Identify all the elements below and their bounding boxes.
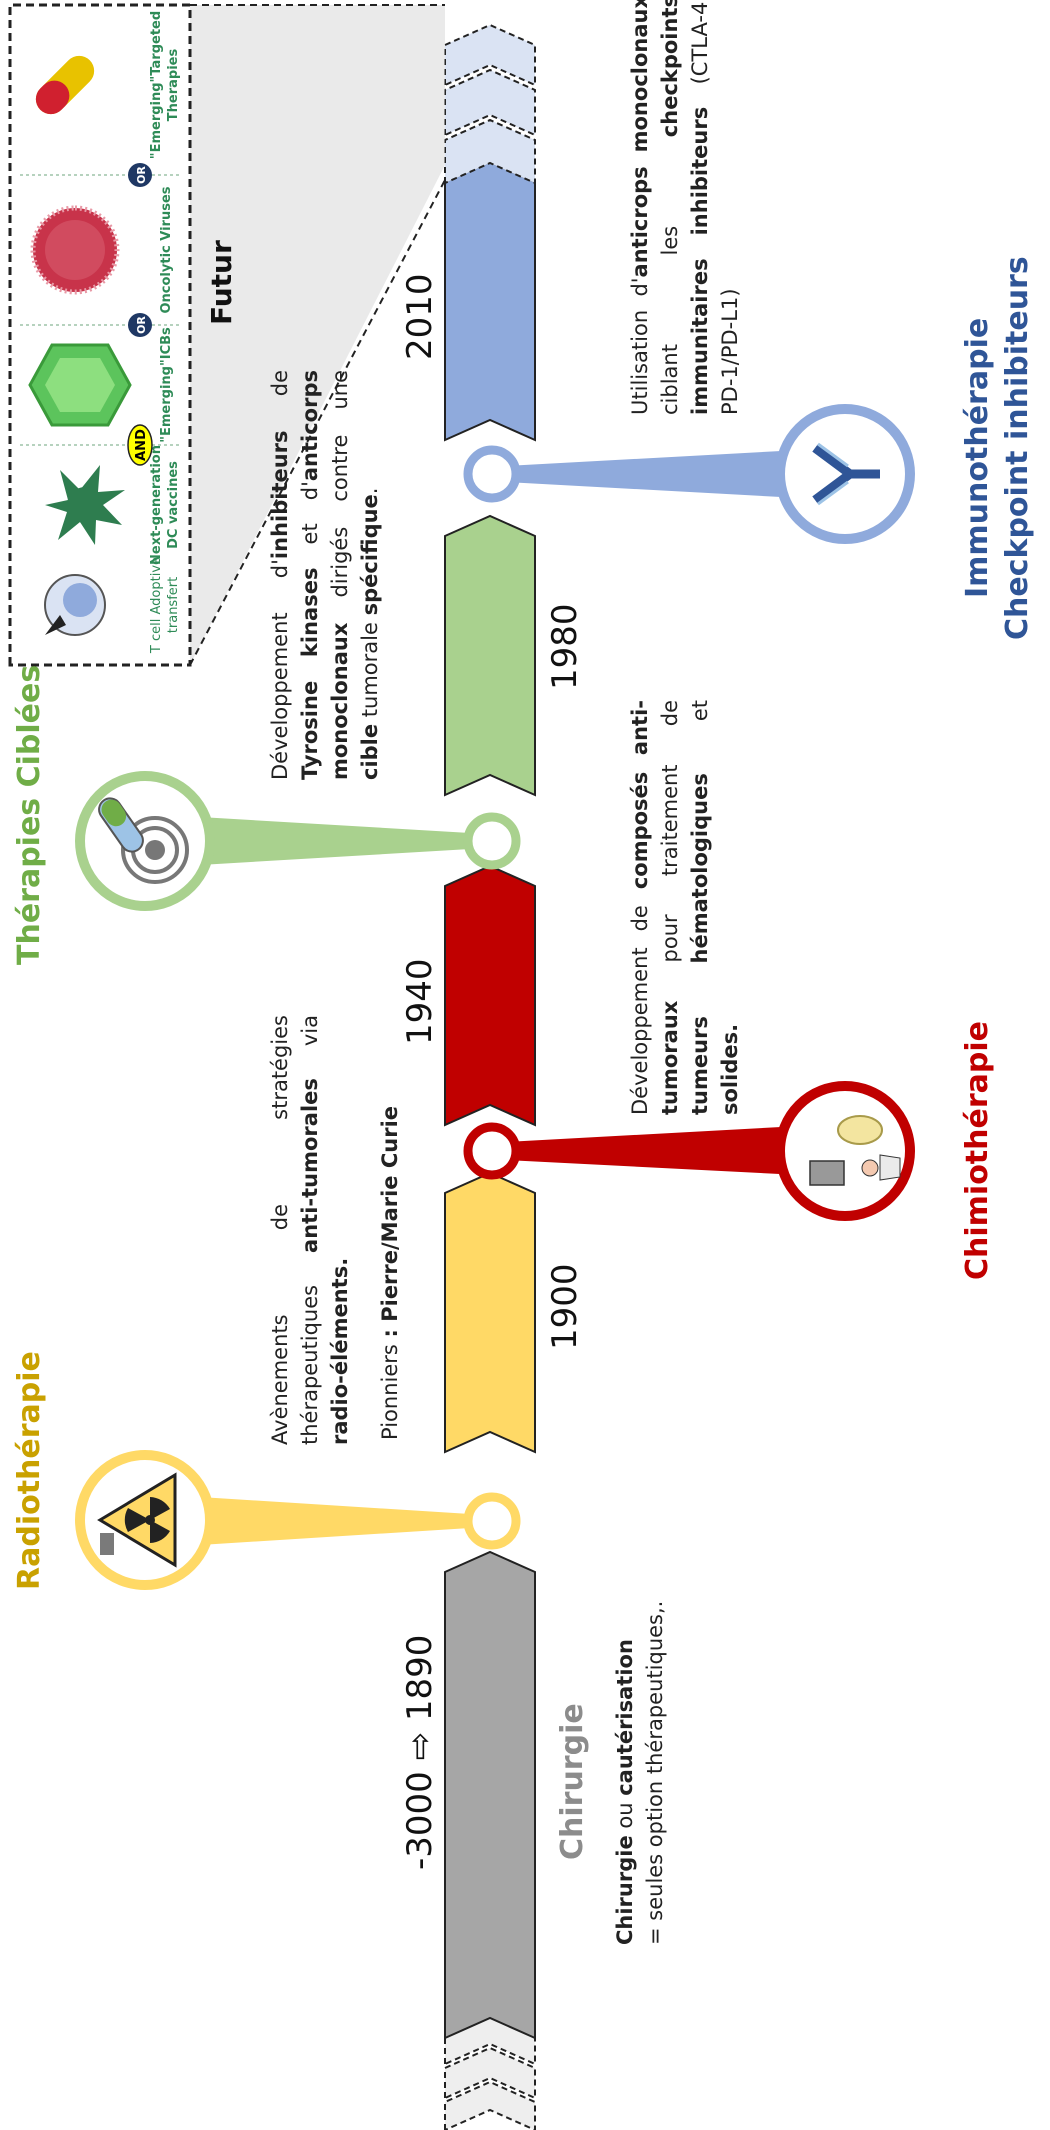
desc-text: Utilisation d' <box>628 277 652 415</box>
desc-text: et <box>688 700 712 774</box>
desc-text: pour traitement de <box>658 700 682 1001</box>
t-cell-icon <box>44 574 106 636</box>
desc-text: ou <box>613 1795 637 1836</box>
desc-text: dirigés contre une <box>328 370 352 623</box>
desc-bold: cautérisation <box>613 1639 637 1796</box>
desc-bold: radio-éléments. <box>328 1257 352 1445</box>
year-1980: 1980 <box>545 603 585 690</box>
desc-bold: inhibiteurs <box>268 430 292 560</box>
radiotherapie-chevron <box>444 1171 536 1454</box>
hexagon-icon <box>28 343 132 427</box>
desc-text: . <box>358 487 382 495</box>
chimiotherapie-connector <box>505 1126 800 1175</box>
desc-text: Pionniers <box>378 1337 402 1440</box>
dendritic-cell-icon <box>45 465 125 545</box>
desc-text: ciblant les <box>658 137 682 415</box>
desc-text: Développement d' <box>268 559 292 780</box>
immunotherapie-node <box>463 445 521 503</box>
virus-icon <box>30 205 120 295</box>
capsule-icon <box>35 55 95 115</box>
futur-title: Futur <box>205 240 238 325</box>
futur-item-label: Therapies <box>166 49 181 122</box>
past-chevron-1 <box>444 2080 536 2130</box>
immunotherapie-title-line2: Checkpoint inhibiteurs <box>1000 256 1035 640</box>
desc-bold: Chirurgie <box>613 1835 637 1945</box>
desc-bold: solides. <box>718 1023 742 1115</box>
therapies-ciblees-connector <box>200 817 470 865</box>
radiotherapie-title: Radiothérapie <box>12 1351 47 1590</box>
futur-projection-line <box>189 179 446 666</box>
radiotherapie-connector <box>200 1497 470 1545</box>
therapies-ciblees-node <box>463 812 521 870</box>
futur-item-label: Oncolytic Viruses <box>159 186 174 313</box>
futur-item-label: "Emerging"Targeted <box>149 11 164 159</box>
chimiotherapie-description: Développement de composés anti-tumoraux … <box>625 700 745 1115</box>
therapies-ciblees-chevron <box>444 514 536 797</box>
desc-text: via <box>298 1015 322 1079</box>
immunotherapie-title-line1: Immunothérapie <box>960 317 995 598</box>
desc-bold: cible <box>358 723 382 780</box>
connector-and: AND <box>127 424 153 466</box>
desc-bold: Tyrosine kinases <box>298 567 322 780</box>
chimiotherapie-title: Chimiothérapie <box>960 1021 995 1280</box>
desc-text: et d' <box>298 481 322 568</box>
svg-text:AND: AND <box>134 429 149 461</box>
radiotherapie-description: Avènements de stratégies thérapeutiques … <box>265 1015 355 1445</box>
immunotherapie-connector <box>505 450 800 498</box>
svg-text:OR: OR <box>135 166 148 184</box>
radiation-icon <box>75 1450 215 1590</box>
desc-text: Développement de <box>628 889 652 1115</box>
connector-or-2: OR <box>128 163 152 187</box>
radiotherapie-node <box>463 1492 521 1550</box>
year-1900: 1900 <box>545 1263 585 1350</box>
therapies-ciblees-title: Thérapies Ciblées <box>12 664 47 965</box>
desc-bold: anticrops monoclonaux <box>628 0 652 278</box>
lab-icon <box>775 1081 915 1221</box>
desc-text: = seules option thérapeutiques,. <box>643 1600 667 1945</box>
chirurgie-description: Chirurgie ou cautérisation = seules opti… <box>610 1585 670 1945</box>
immunotherapie-description: Utilisation d'anticrops monoclonaux cibl… <box>625 0 745 415</box>
year-chirurgie: -3000 ⇨ 1890 <box>400 1634 440 1870</box>
desc-bold: spécifique <box>358 494 382 616</box>
past-chevron-2 <box>444 2046 536 2100</box>
radiotherapie-pioneers: Pionniers : Pierre/Marie Curie <box>375 1040 405 1440</box>
connector-or-1: OR <box>128 313 152 337</box>
target-pill-icon <box>75 771 215 911</box>
chimiotherapie-node <box>463 1122 521 1180</box>
desc-bold: tumeurs hématologiques <box>688 773 712 1115</box>
desc-text: tumorale <box>358 615 382 724</box>
futur-item-label: Next-generation <box>149 445 164 565</box>
antibody-icon <box>775 404 915 544</box>
futur-projection <box>190 5 445 665</box>
chimiotherapie-chevron <box>444 864 536 1127</box>
year-2010: 2010 <box>400 273 440 360</box>
svg-text:OR: OR <box>135 316 148 334</box>
immunotherapie-chevron <box>444 160 536 442</box>
desc-bold: anti-tumorales <box>298 1078 322 1253</box>
desc-bold: : Pierre/Marie Curie <box>378 1105 402 1338</box>
futur-item-label: DC vaccines <box>166 461 181 549</box>
futur-item-label: transfert <box>166 577 181 633</box>
futur-item-label: T cell Adoptive <box>149 557 164 654</box>
year-1940: 1940 <box>400 958 440 1045</box>
chirurgie-chevron <box>444 1550 536 2040</box>
chirurgie-title: Chirurgie <box>555 1703 590 1860</box>
therapies-ciblees-description: Développement d'inhibiteurs de Tyrosine … <box>265 370 385 780</box>
futur-item-label: "Emerging"ICBs <box>159 327 174 443</box>
desc-text: de <box>268 370 292 431</box>
